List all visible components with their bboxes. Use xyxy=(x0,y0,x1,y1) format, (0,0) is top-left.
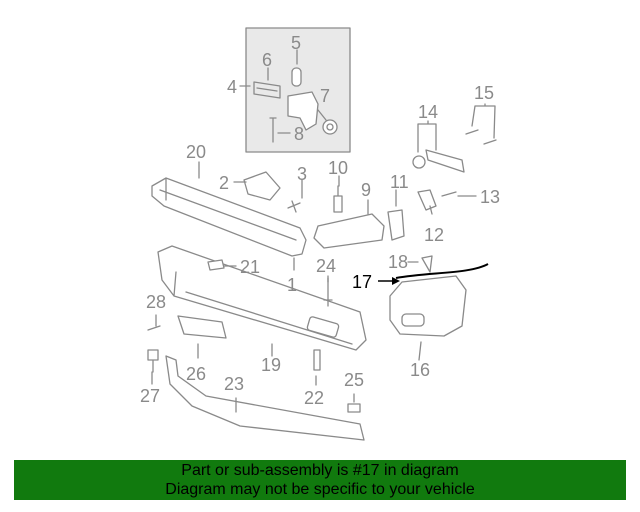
part-9-bracket xyxy=(313,213,385,249)
part-20-impact-bar xyxy=(151,177,307,257)
callout-label: 15 xyxy=(474,83,494,103)
part-26-plate xyxy=(177,315,227,339)
callout-label: 13 xyxy=(480,187,500,207)
part-15-bolts xyxy=(465,129,497,145)
part-6-pad xyxy=(253,81,281,99)
part-24-bolt xyxy=(323,277,333,307)
callout-label: 27 xyxy=(140,386,160,406)
callout-label: 21 xyxy=(240,257,260,277)
callout-label: 16 xyxy=(410,360,430,380)
callout-label: 24 xyxy=(316,256,336,276)
callout-label: 3 xyxy=(297,164,307,184)
part-5-pin xyxy=(291,67,302,87)
callout-label: 4 xyxy=(227,77,237,97)
callout-label: 7 xyxy=(320,86,330,106)
callout-numbers: 1 2 3 4 5 6 7 8 9 10 11 12 13 14 15 16 1… xyxy=(140,33,500,408)
callout-label: 11 xyxy=(390,172,409,192)
part-7-nut xyxy=(322,119,338,135)
part-21-clip xyxy=(207,259,225,271)
part-12-bracket xyxy=(417,189,437,211)
callout-label: 26 xyxy=(186,364,206,384)
part-22-bolt xyxy=(313,349,321,371)
part-27-bolt xyxy=(147,349,159,373)
callout-label: 1 xyxy=(287,275,297,295)
part-16-end-cap xyxy=(389,275,467,337)
part-28-fastener xyxy=(147,325,161,331)
banner-line-1: Part or sub-assembly is #17 in diagram xyxy=(181,462,459,479)
parts-diagram: 1 2 3 4 5 6 7 8 9 10 11 12 13 14 15 16 1… xyxy=(140,27,500,441)
part-13-bolt xyxy=(441,191,457,197)
part-8-bolt xyxy=(269,117,277,143)
callout-label: 6 xyxy=(262,50,272,70)
banner-line-2: Diagram may not be specific to your vehi… xyxy=(165,481,475,498)
part-10-bolt xyxy=(333,185,343,213)
callout-label: 5 xyxy=(291,33,301,53)
callout-label-highlight: 17 xyxy=(352,272,372,292)
part-3-bolt xyxy=(287,200,301,213)
callout-label: 14 xyxy=(418,102,438,122)
callout-label: 25 xyxy=(344,370,364,390)
part-17-highlight-line xyxy=(395,263,489,279)
part-23-deflector xyxy=(165,355,365,441)
callout-label: 22 xyxy=(304,388,324,408)
part-bracket xyxy=(287,91,319,131)
callout-label: 18 xyxy=(388,252,408,272)
callout-label: 10 xyxy=(328,158,348,178)
callout-label: 8 xyxy=(294,124,304,144)
leader-lines xyxy=(151,49,496,413)
part-2-bracket xyxy=(243,171,281,201)
callout-label: 20 xyxy=(186,142,206,162)
part-25-clip xyxy=(347,403,361,413)
callout-label: 2 xyxy=(219,173,229,193)
callout-label: 23 xyxy=(224,374,244,394)
part-18-bracket xyxy=(421,255,433,273)
callout-label: 28 xyxy=(146,292,166,312)
part-14-nut xyxy=(412,155,426,169)
notice-banner: Part or sub-assembly is #17 in diagram D… xyxy=(14,460,626,500)
callout-label: 9 xyxy=(361,180,371,200)
callout-label: 19 xyxy=(261,355,281,375)
part-11-bracket xyxy=(387,209,405,241)
callout-label: 12 xyxy=(424,225,444,245)
part-14-bracket xyxy=(425,149,465,173)
